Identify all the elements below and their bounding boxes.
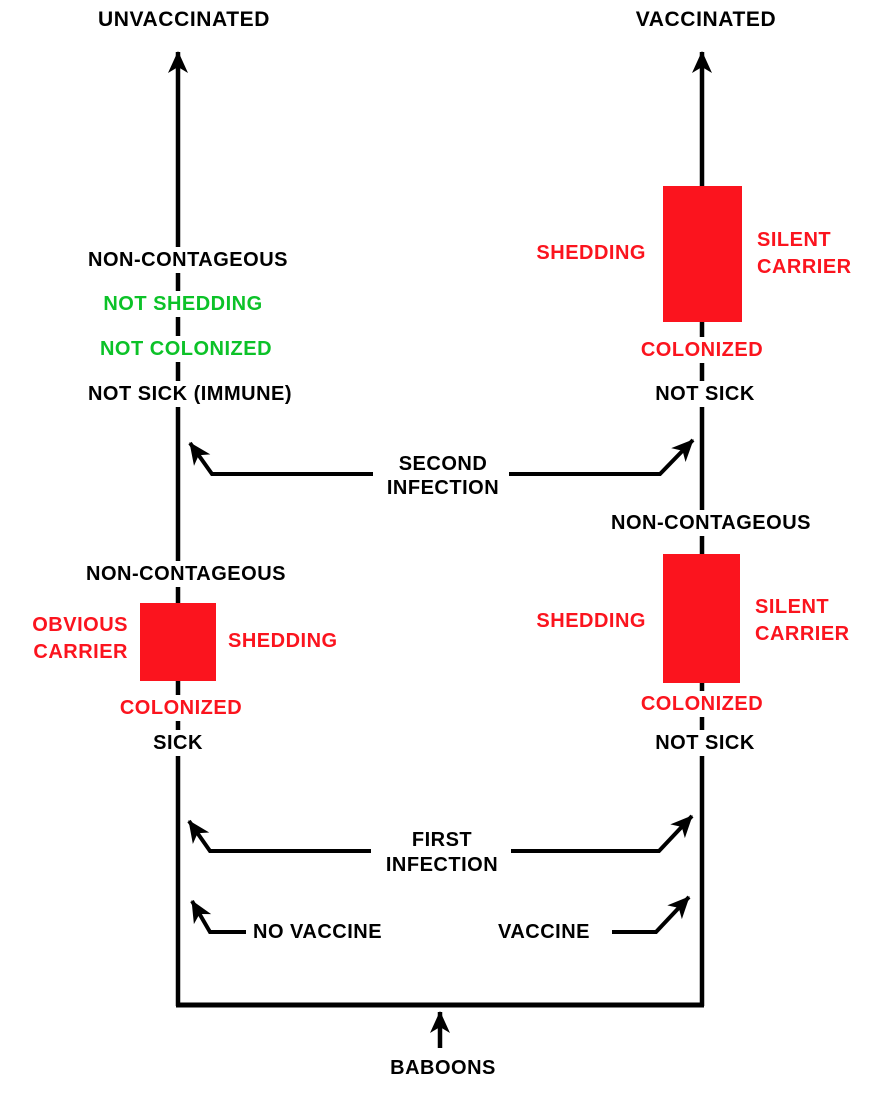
second-infection-arrow-left	[188, 441, 373, 476]
vaccine-label: VACCINE	[498, 921, 591, 943]
label-shedding-unvaccinated: SHEDDING	[228, 630, 338, 652]
first-infection-label: FIRST INFECTION	[386, 828, 498, 878]
label-non-contageous-vaccinated: NON-CONTAGEOUS	[605, 510, 817, 536]
no-vaccine-label: NO VACCINE	[253, 921, 383, 943]
label-non-contageous-unvaccinated-second: NON-CONTAGEOUS	[82, 247, 294, 273]
label-silent-carrier-first: SILENT CARRIER	[755, 594, 850, 648]
silent-carrier-first-line1: SILENT	[755, 596, 830, 618]
vaccinated-title: VACCINATED	[635, 8, 777, 31]
label-not-sick-immune-unvaccinated: NOT SICK (IMMUNE)	[81, 381, 299, 407]
label-shedding-vaccinated-second: SHEDDING	[536, 242, 646, 264]
first-infection-line1: FIRST	[411, 829, 473, 851]
first-infection-arrow-left	[187, 819, 371, 853]
no-vaccine-arrow	[190, 899, 246, 934]
label-colonized-unvaccinated: COLONIZED	[113, 695, 249, 721]
label-colonized-vaccinated-second: COLONIZED	[634, 337, 770, 363]
shedding-period-box-vaccinated-first	[663, 554, 740, 683]
unvaccinated-title: UNVACCINATED	[97, 8, 271, 31]
second-infection-arrow-right	[509, 438, 695, 476]
silent-carrier-second-line2: CARRIER	[757, 256, 852, 278]
label-non-contageous-unvaccinated-first: NON-CONTAGEOUS	[80, 561, 292, 587]
baboons-label: BABOONS	[390, 1057, 496, 1079]
label-not-colonized-unvaccinated: NOT COLONIZED	[93, 336, 279, 362]
obvious-carrier-line2: CARRIER	[33, 641, 128, 663]
label-not-sick-vaccinated-first: NOT SICK	[649, 730, 761, 756]
second-infection-label: SECOND INFECTION	[387, 452, 499, 500]
shedding-period-box-unvaccinated-first	[140, 603, 216, 681]
vaccine-arrow	[612, 895, 691, 934]
label-silent-carrier-second: SILENT CARRIER	[757, 227, 852, 281]
second-infection-line2: INFECTION	[386, 477, 500, 499]
label-not-sick-vaccinated-second: NOT SICK	[649, 381, 761, 407]
silent-carrier-first-line2: CARRIER	[755, 623, 850, 645]
label-sick-unvaccinated: SICK	[147, 730, 209, 756]
first-infection-line2: INFECTION	[385, 854, 499, 876]
label-colonized-vaccinated-first: COLONIZED	[634, 691, 770, 717]
obvious-carrier-line1: OBVIOUS	[32, 614, 128, 636]
label-not-shedding-unvaccinated: NOT SHEDDING	[97, 291, 269, 317]
silent-carrier-second-line1: SILENT	[757, 229, 832, 251]
second-infection-line1: SECOND	[398, 453, 488, 475]
label-shedding-vaccinated-first: SHEDDING	[536, 610, 646, 632]
first-infection-arrow-right	[511, 814, 694, 853]
shedding-period-box-vaccinated-second	[663, 186, 742, 322]
label-obvious-carrier: OBVIOUS CARRIER	[10, 612, 128, 666]
